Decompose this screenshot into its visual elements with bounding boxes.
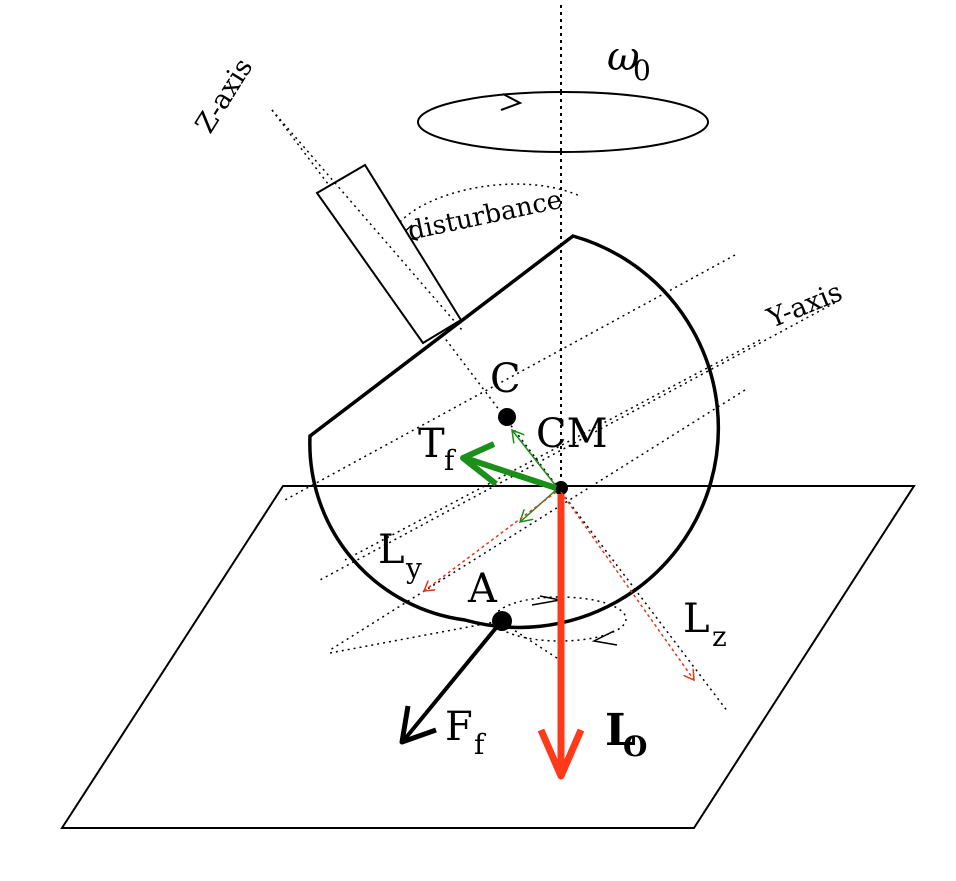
friction-force-arrowhead <box>399 705 437 745</box>
omega-subscript: 0 <box>633 54 651 87</box>
torque-component-down <box>520 489 557 522</box>
point-c <box>498 408 516 426</box>
f-subscript: f <box>474 728 487 761</box>
spin-ellipse <box>417 91 709 153</box>
lo-label: L <box>605 705 636 756</box>
t-label: T <box>418 421 445 467</box>
disturbance-label: disturbance <box>405 185 565 247</box>
lz-label: L <box>683 596 710 642</box>
y-axis-line-3 <box>344 339 761 561</box>
y-axis-line <box>319 299 841 581</box>
lz-arrow <box>560 491 694 680</box>
omega-label: ω <box>607 34 640 80</box>
torque-component-up <box>512 430 557 487</box>
ly-subscript: y <box>405 552 422 585</box>
top-body <box>308 234 721 630</box>
friction-torque-arrow <box>464 455 557 491</box>
cm-label: CM <box>536 411 608 457</box>
y-axis-line-4 <box>329 389 746 651</box>
f-label: F <box>445 704 473 750</box>
y-axis-line-2 <box>284 254 736 501</box>
spin-direction-arrow <box>500 93 523 111</box>
ground-plane <box>60 485 916 829</box>
z-axis-label: Z-axis <box>190 53 260 139</box>
a-label: A <box>467 566 498 612</box>
top-stem <box>315 163 463 345</box>
friction-force-arrow <box>402 621 502 742</box>
point-cm <box>554 481 568 495</box>
ly-label: L <box>378 527 405 573</box>
t-subscript: f <box>444 444 457 477</box>
y-axis-label: Y-axis <box>762 277 847 335</box>
lz-subscript: z <box>712 620 727 653</box>
angular-momentum-arrowhead <box>537 728 585 780</box>
friction-torque-arrowhead <box>460 441 498 487</box>
c-label: C <box>490 356 521 402</box>
lo-subscript: O <box>623 730 647 763</box>
